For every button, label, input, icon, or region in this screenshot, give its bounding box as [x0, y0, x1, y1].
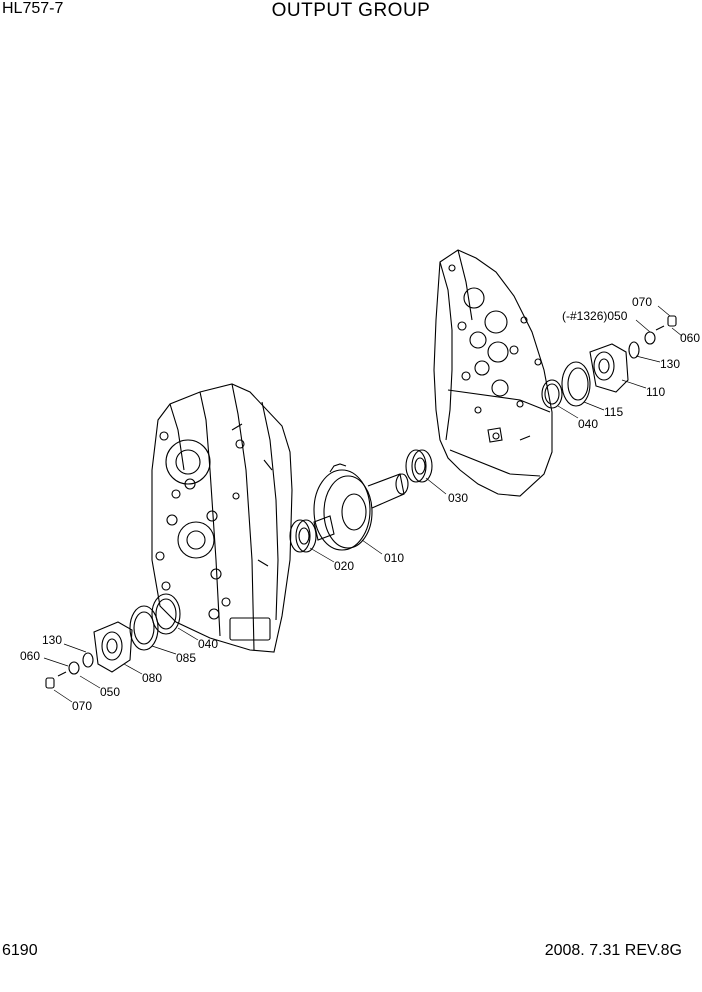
callout-020: 020 [334, 559, 354, 573]
output-shaft-drawing [313, 463, 409, 551]
callout-070-left: 070 [72, 699, 92, 713]
callout-040-left: 040 [198, 637, 218, 651]
callout-070-right: 070 [632, 295, 652, 309]
right-housing-drawing [433, 249, 553, 497]
callout-130-right: 130 [660, 357, 680, 371]
callout-080: 080 [142, 671, 162, 685]
callout-040-right: 040 [578, 417, 598, 431]
page-title: OUTPUT GROUP [271, 0, 431, 21]
model-code: HL757-7 [2, 0, 64, 17]
callout-050-left: 050 [100, 685, 120, 699]
callout-060-right: 060 [680, 331, 700, 345]
right-seal-set-drawing [541, 315, 677, 409]
left-seal-set-drawing [45, 593, 181, 689]
revision-date: 2008. 7.31 REV.8G [544, 942, 682, 959]
left-housing-drawing [151, 383, 293, 653]
page-number: 6190 [2, 942, 38, 959]
callout-085: 085 [176, 651, 196, 665]
callout-130-left: 130 [42, 633, 62, 647]
bearing-030-drawing [405, 449, 433, 483]
callout-110: 110 [646, 385, 665, 399]
callout-010: 010 [384, 551, 404, 565]
callout-030: 030 [448, 491, 468, 505]
leader-lines [43, 305, 683, 703]
bearing-020-drawing [289, 519, 317, 553]
callout-060-left: 060 [20, 649, 40, 663]
callout-050-right: (-#1326)050 [562, 309, 628, 323]
callout-115: 115 [604, 405, 623, 419]
